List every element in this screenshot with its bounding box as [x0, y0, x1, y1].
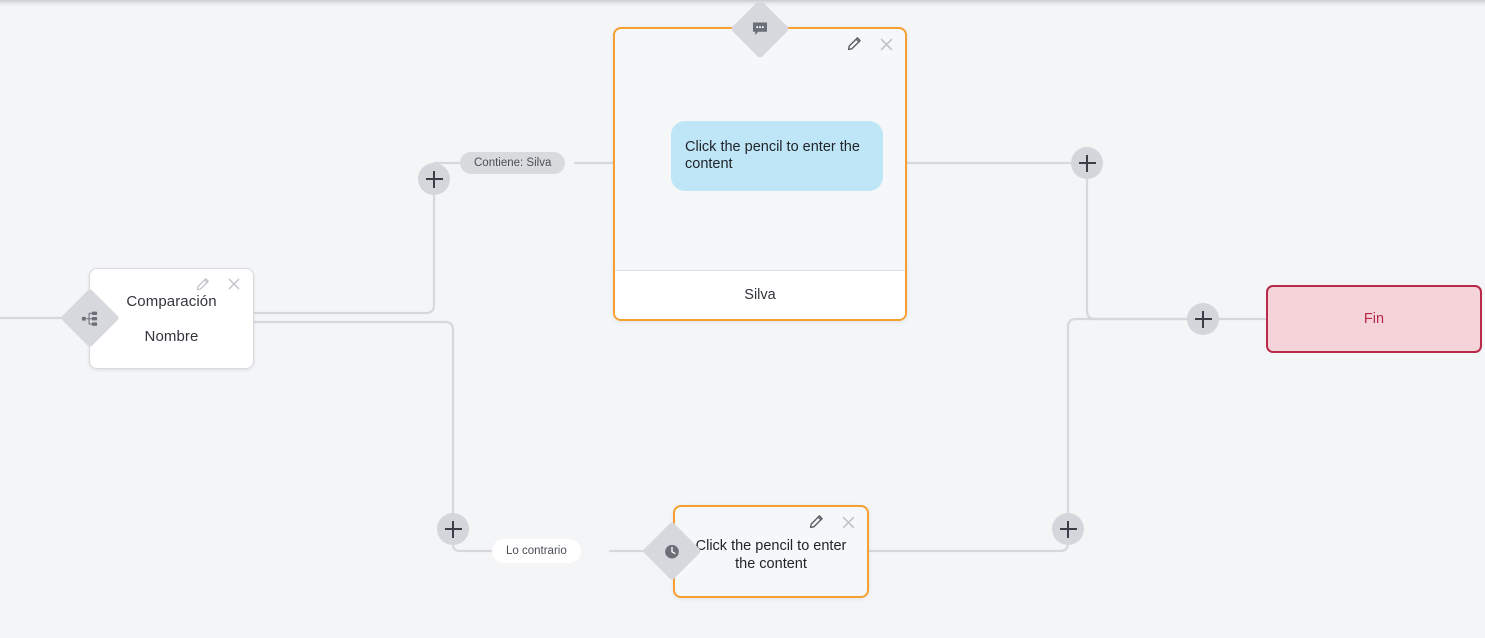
close-icon[interactable]: [225, 275, 243, 293]
add-node-before-end[interactable]: [1187, 303, 1219, 335]
node-divider: [615, 270, 905, 271]
add-node-branch-true[interactable]: [418, 163, 450, 195]
node-comparison-subtitle: Nombre: [144, 327, 199, 345]
edge-label-branch-true-text: Contiene: Silva: [474, 157, 552, 169]
node-comparison-body: Comparación Nombre: [90, 269, 253, 368]
node-message-wait[interactable]: Click the pencil to enter the content: [673, 505, 869, 598]
close-icon[interactable]: [839, 513, 857, 531]
add-node-after-wait[interactable]: [1052, 513, 1084, 545]
edge-compare-to-else-plus: [252, 320, 455, 515]
node-comparison-tools: [193, 275, 243, 293]
node-message-silva-footer: Silva: [615, 271, 905, 319]
add-node-after-silva[interactable]: [1071, 147, 1103, 179]
message-bubble-text: Click the pencil to enter the content: [685, 139, 860, 172]
node-message-silva-footer-label: Silva: [744, 287, 776, 303]
node-message-silva-tools: [845, 35, 895, 53]
pencil-icon[interactable]: [807, 513, 825, 531]
message-bubble[interactable]: Click the pencil to enter the content: [671, 121, 883, 191]
node-message-wait-text: Click the pencil to enter the content: [695, 538, 847, 572]
edge-label-branch-else[interactable]: Lo contrario: [492, 539, 581, 563]
hierarchy-icon[interactable]: [60, 288, 120, 348]
node-end-label: Fin: [1363, 311, 1385, 327]
node-end[interactable]: Fin: [1266, 285, 1482, 353]
clock-icon[interactable]: [642, 521, 702, 581]
edge-plus-down-to-end-plus: [1085, 177, 1189, 321]
edge-else-plus-to-label: [451, 543, 494, 553]
edge-wait-to-plus: [867, 541, 1070, 553]
edge-label-branch-else-text: Lo contrario: [506, 545, 567, 557]
add-node-branch-else[interactable]: [437, 513, 469, 545]
edge-compare-to-true-plus: [252, 193, 436, 315]
close-icon[interactable]: [877, 35, 895, 53]
node-message-silva[interactable]: Click the pencil to enter the content Si…: [613, 27, 907, 321]
pencil-icon[interactable]: [193, 275, 211, 293]
node-comparison-title: Comparación: [126, 292, 217, 310]
chat-message-icon[interactable]: [730, 0, 790, 59]
edge-label-branch-true[interactable]: Contiene: Silva: [460, 152, 566, 174]
node-message-wait-tools: [807, 513, 857, 531]
pencil-icon[interactable]: [845, 35, 863, 53]
edge-wait-plus-to-end-plus: [1066, 317, 1189, 515]
